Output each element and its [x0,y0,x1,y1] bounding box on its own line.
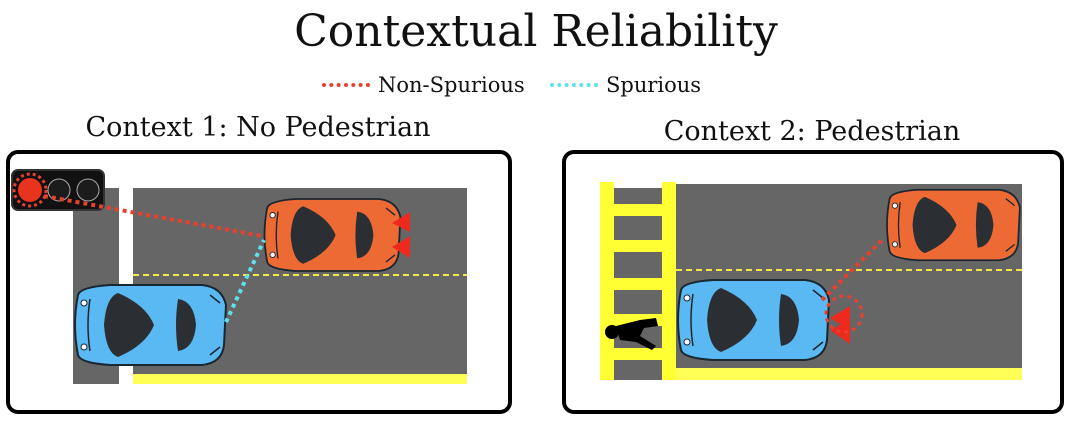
legend-item-non-spurious: Non-Spurious [322,70,525,100]
legend-item-spurious: Spurious [550,70,701,100]
curb-panel-2 [664,368,1022,380]
blue-car-panel-2 [677,279,830,361]
orange-car-panel-1 [263,198,402,272]
curb-panel-1 [133,374,467,384]
legend-label-non-spurious: Non-Spurious [378,73,525,97]
non-spurious-swatch [322,83,370,87]
non-spurious-ring-panel-2 [824,294,864,334]
legend: Non-Spurious Spurious [0,70,1072,100]
brake-light-1a [392,212,410,232]
crosswalk [600,182,676,380]
non-spurious-link-panel-1 [43,194,263,238]
traffic-light-icon [11,169,105,211]
panel-1-title: Context 1: No Pedestrian [85,112,431,143]
panel-2-title: Context 2: Pedestrian [663,116,961,147]
spurious-swatch [550,83,598,87]
figure-title: Contextual Reliability [294,6,778,57]
non-spurious-link-panel-2 [820,236,886,302]
pedestrian-icon [605,318,658,350]
brake-light-1b [392,236,410,258]
orange-car-panel-2 [886,188,1021,262]
spurious-link-panel-1 [224,239,266,323]
legend-label-spurious: Spurious [606,73,702,97]
blue-car-panel-1 [74,284,227,366]
